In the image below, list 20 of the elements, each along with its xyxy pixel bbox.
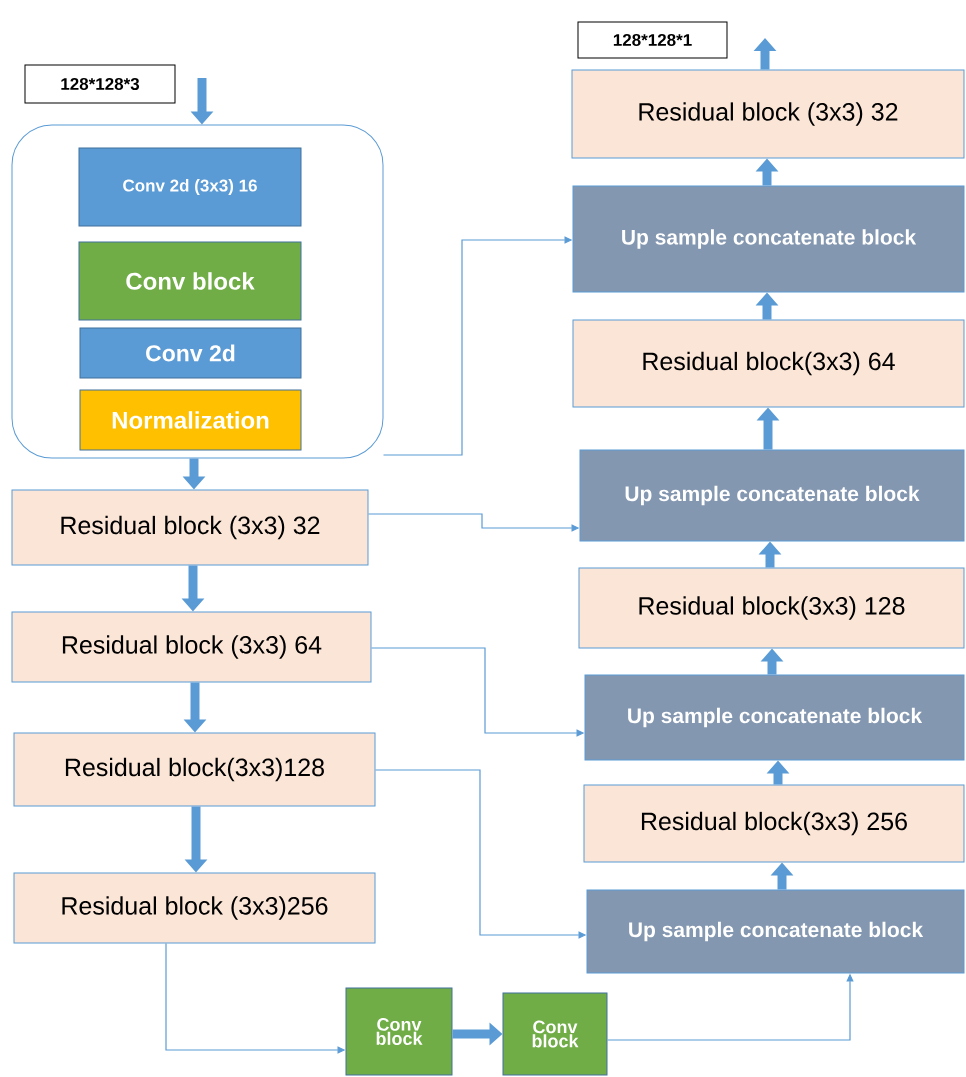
residual-block-box: Residual block(3x3) 256	[583, 784, 965, 863]
conv-layer-box: Conv 2d	[79, 327, 302, 379]
conv-block-box: Conv block	[345, 987, 453, 1076]
residual-block-box: Residual block (3x3) 64	[11, 611, 372, 683]
upsample-block-box: Up sample concatenate block	[584, 674, 965, 761]
residual-block-box: Residual block (3x3) 32	[571, 69, 965, 159]
input-size-box: 128*128*3	[24, 64, 176, 104]
residual-block-box: Residual block(3x3) 64	[572, 319, 965, 408]
upsample-block-box: Up sample concatenate block	[572, 185, 965, 293]
conv-block-box: Conv block	[78, 241, 302, 321]
conv-layer-box: Conv 2d (3x3) 16	[78, 147, 302, 227]
residual-block-box: Residual block (3x3) 32	[11, 489, 369, 566]
conv-block-box: Conv block	[502, 992, 608, 1076]
residual-block-box: Residual block(3x3) 128	[578, 567, 965, 649]
input-size-box: 128*128*1	[577, 21, 728, 59]
upsample-block-box: Up sample concatenate block	[586, 889, 965, 974]
residual-block-box: Residual block (3x3)256	[13, 872, 376, 944]
residual-block-box: Residual block(3x3)128	[13, 732, 376, 807]
normalization-box: Normalization	[79, 389, 302, 451]
upsample-block-box: Up sample concatenate block	[579, 449, 965, 542]
